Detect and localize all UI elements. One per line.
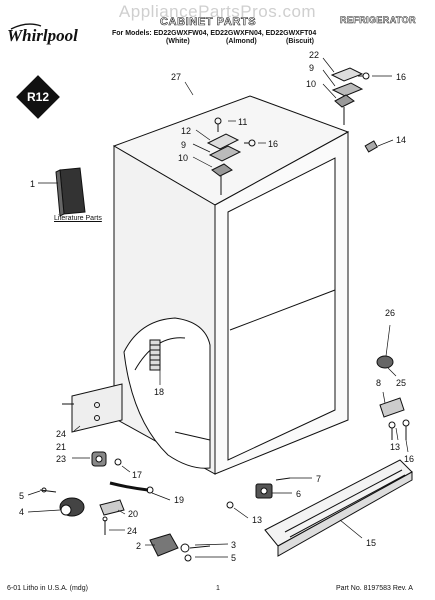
callout-27: 27 [171,72,181,82]
callout-3: 3 [231,540,236,550]
callout-19: 19 [174,495,184,505]
callout-16-bottom: 16 [404,454,414,464]
callout-13-bottom: 13 [252,515,262,525]
callout-25: 25 [396,378,406,388]
callout-5-lower: 5 [231,553,236,563]
callout-23: 23 [56,454,66,464]
callout-13-right: 13 [390,442,400,452]
bracket-20 [99,499,125,516]
callout-1: 1 [30,179,35,189]
footer-page-number: 1 [216,585,220,592]
clip-14 [364,140,379,153]
brand-name: Whirlpool [7,26,78,45]
callout-17: 17 [132,470,142,480]
screw-17 [114,458,122,466]
model-numbers: For Models: ED22GWXFW04, ED22GWXFN04, ED… [112,30,317,37]
screw-24-lower [102,516,108,535]
brand-logo: Whirlpool [7,20,87,46]
page-title: CABINET PARTS [160,16,257,29]
appliance-category: REFRIGERATOR [340,15,416,26]
callout-14: 14 [396,135,406,145]
watermark: AppliancePartsPros.com [118,2,317,21]
callout-9-right: 9 [309,63,314,73]
variant-white: (White) [166,38,190,45]
hinge-top-center [206,117,256,195]
r12-badge [16,75,60,119]
callout-5: 5 [19,491,24,501]
leader-lines [27,57,409,558]
callout-12: 12 [181,126,191,136]
roller-6 [255,477,291,499]
callout-16-center: 16 [268,139,278,149]
callout-11: 11 [238,117,247,127]
hinge-top-right [330,67,370,125]
cabinet-shell [112,95,350,475]
callout-4: 4 [19,507,24,517]
literature-parts-label: Literature Parts [54,215,102,222]
hinge-bottom-right [376,355,410,440]
callout-10-right: 10 [306,79,316,89]
variant-biscuit: (Biscuit) [286,38,314,45]
leveler-2 [149,533,211,562]
callout-8: 8 [376,378,381,388]
callout-20: 20 [128,509,138,519]
r12-badge-text: R12 [27,90,49,104]
callout-16-right: 16 [396,72,406,82]
spring-18 [149,339,161,371]
footer-part-number: Part No. 8197583 Rev. A [336,585,413,592]
rear-plate-left [62,383,123,433]
base-grille [264,459,413,557]
callout-26: 26 [385,308,395,318]
callout-24-upper: 24 [56,429,66,439]
roller-assembly-4 [39,487,85,517]
callout-9-center: 9 [181,140,186,150]
variant-almond: (Almond) [226,38,257,45]
footer-litho: 6-01 Litho in U.S.A. (mdg) [7,585,88,592]
callout-21: 21 [56,442,66,452]
brand-logo-swoosh [10,23,42,30]
callout-labels: 1 27 11 12 9 10 16 22 9 10 16 14 18 26 2… [19,50,414,563]
literature-booklet [55,167,86,217]
callout-2: 2 [136,541,141,551]
roller-23 [91,451,107,467]
callout-7: 7 [316,474,321,484]
callout-15: 15 [366,538,376,548]
callout-22: 22 [309,50,319,60]
callout-6: 6 [296,489,301,499]
callout-10-center: 10 [178,153,188,163]
screw-13-bottom [226,501,234,509]
callout-24-lower: 24 [127,526,137,536]
tube-19 [109,481,154,494]
callout-18: 18 [154,387,164,397]
